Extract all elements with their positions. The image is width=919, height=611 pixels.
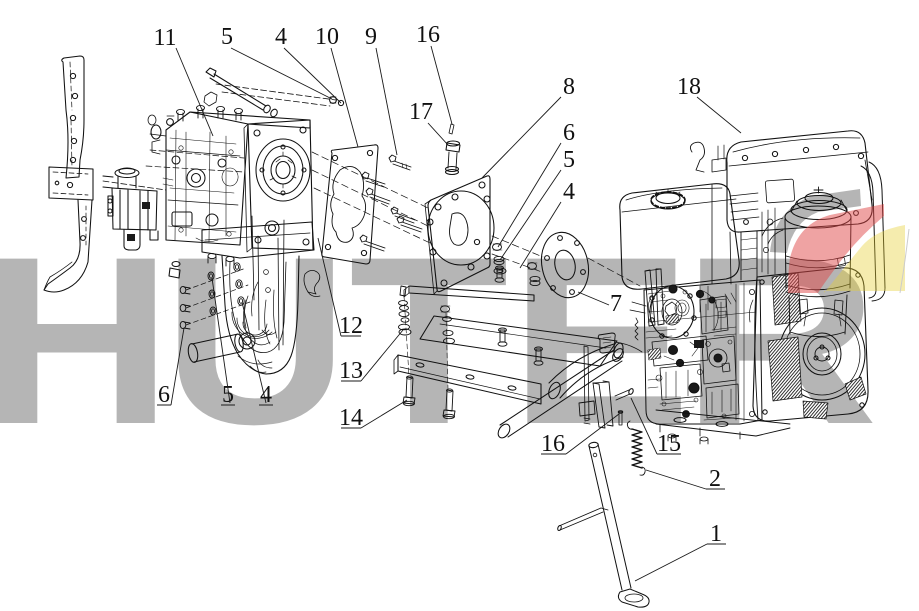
svg-text:5: 5 — [221, 24, 233, 50]
svg-text:16: 16 — [541, 431, 565, 457]
svg-text:U: U — [163, 206, 349, 474]
svg-text:18: 18 — [677, 74, 701, 100]
svg-text:8: 8 — [563, 74, 575, 100]
svg-text:4: 4 — [563, 179, 575, 205]
svg-text:4: 4 — [275, 24, 287, 50]
svg-text:11: 11 — [153, 25, 176, 51]
svg-text:15: 15 — [657, 431, 681, 457]
svg-text:T: T — [349, 207, 509, 474]
svg-text:13: 13 — [339, 358, 363, 384]
svg-text:2: 2 — [709, 466, 721, 492]
svg-text:17: 17 — [409, 99, 433, 125]
svg-text:7: 7 — [610, 291, 622, 317]
svg-text:H: H — [0, 208, 173, 474]
svg-text:6: 6 — [563, 120, 575, 146]
svg-text:10: 10 — [315, 24, 339, 50]
svg-text:1: 1 — [710, 521, 722, 547]
svg-text:16: 16 — [416, 22, 440, 48]
svg-text:5: 5 — [563, 147, 575, 173]
svg-text:5: 5 — [222, 382, 234, 408]
svg-text:14: 14 — [339, 405, 363, 431]
svg-text:12: 12 — [339, 313, 363, 339]
svg-text:6: 6 — [158, 382, 170, 408]
svg-text:9: 9 — [365, 24, 377, 50]
